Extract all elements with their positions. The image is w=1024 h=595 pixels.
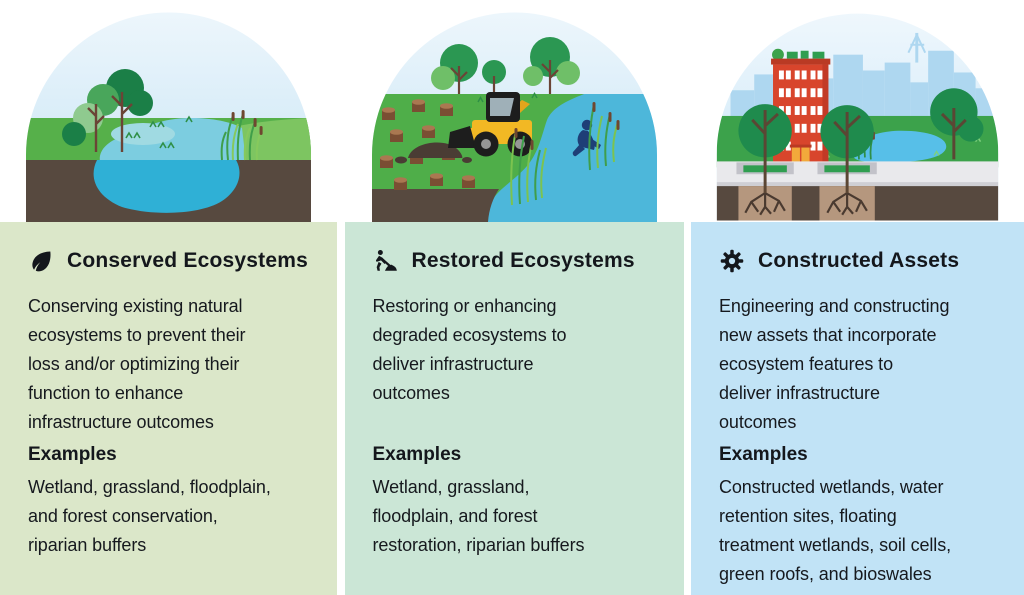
sidewalk-edge bbox=[716, 182, 999, 187]
examples-label: Examples bbox=[719, 444, 808, 465]
shallow-water bbox=[111, 123, 175, 145]
card-description: Conserving existing natural ecosystems t… bbox=[28, 296, 246, 432]
restored-ecosystems-illustration bbox=[371, 12, 657, 222]
restored-illustration-wrap bbox=[345, 0, 684, 222]
examples-label: Examples bbox=[28, 444, 117, 465]
column-constructed-assets: Constructed Assets Engineering and const… bbox=[691, 0, 1024, 595]
bioswale-pond bbox=[852, 130, 947, 163]
card-description: Restoring or enhancing degraded ecosyste… bbox=[372, 296, 567, 403]
constructed-card-header: Constructed Assets bbox=[719, 248, 1006, 274]
examples-text: Wetland, grassland, floodplain, and fore… bbox=[372, 477, 585, 555]
column-restored-ecosystems: Restored Ecosystems Restoring or enhanci… bbox=[344, 0, 684, 595]
soil-cross-section bbox=[371, 189, 499, 222]
pond-cross-section bbox=[93, 160, 240, 213]
constructed-card: Constructed Assets Engineering and const… bbox=[691, 222, 1024, 595]
examples-text: Wetland, grassland, floodplain, and fore… bbox=[28, 477, 271, 555]
column-conserved-ecosystems: Conserved Ecosystems Conserving existing… bbox=[0, 0, 337, 595]
conserved-ecosystems-illustration bbox=[26, 12, 311, 222]
examples-text: Constructed wetlands, water retention si… bbox=[719, 477, 951, 584]
worker-digging-icon bbox=[373, 248, 399, 274]
restored-card: Restored Ecosystems Restoring or enhanci… bbox=[344, 222, 684, 595]
card-description: Engineering and constructing new assets … bbox=[719, 296, 950, 432]
gear-icon bbox=[719, 248, 745, 274]
card-title: Restored Ecosystems bbox=[411, 249, 635, 272]
tree-trunks bbox=[751, 110, 861, 194]
conserved-card: Conserved Ecosystems Conserving existing… bbox=[0, 222, 337, 595]
cattail-reeds bbox=[220, 110, 263, 161]
marsh-grass-tufts bbox=[125, 115, 193, 149]
restored-card-header: Restored Ecosystems bbox=[373, 248, 666, 274]
constructed-assets-illustration bbox=[716, 13, 999, 221]
water-surface bbox=[99, 118, 246, 162]
leaf-icon bbox=[28, 248, 54, 274]
card-title: Constructed Assets bbox=[758, 249, 960, 272]
water-reeds bbox=[587, 102, 619, 171]
riparian-trees bbox=[62, 69, 153, 152]
bank-reeds bbox=[509, 128, 547, 206]
tree-roots bbox=[744, 192, 868, 216]
examples-label: Examples bbox=[372, 444, 462, 465]
roof-band bbox=[771, 58, 831, 65]
conserved-card-header: Conserved Ecosystems bbox=[28, 248, 319, 274]
background-trees bbox=[430, 37, 580, 94]
constructed-illustration-wrap bbox=[691, 0, 1024, 222]
conserved-illustration-wrap bbox=[0, 0, 337, 222]
card-title: Conserved Ecosystems bbox=[67, 249, 308, 272]
